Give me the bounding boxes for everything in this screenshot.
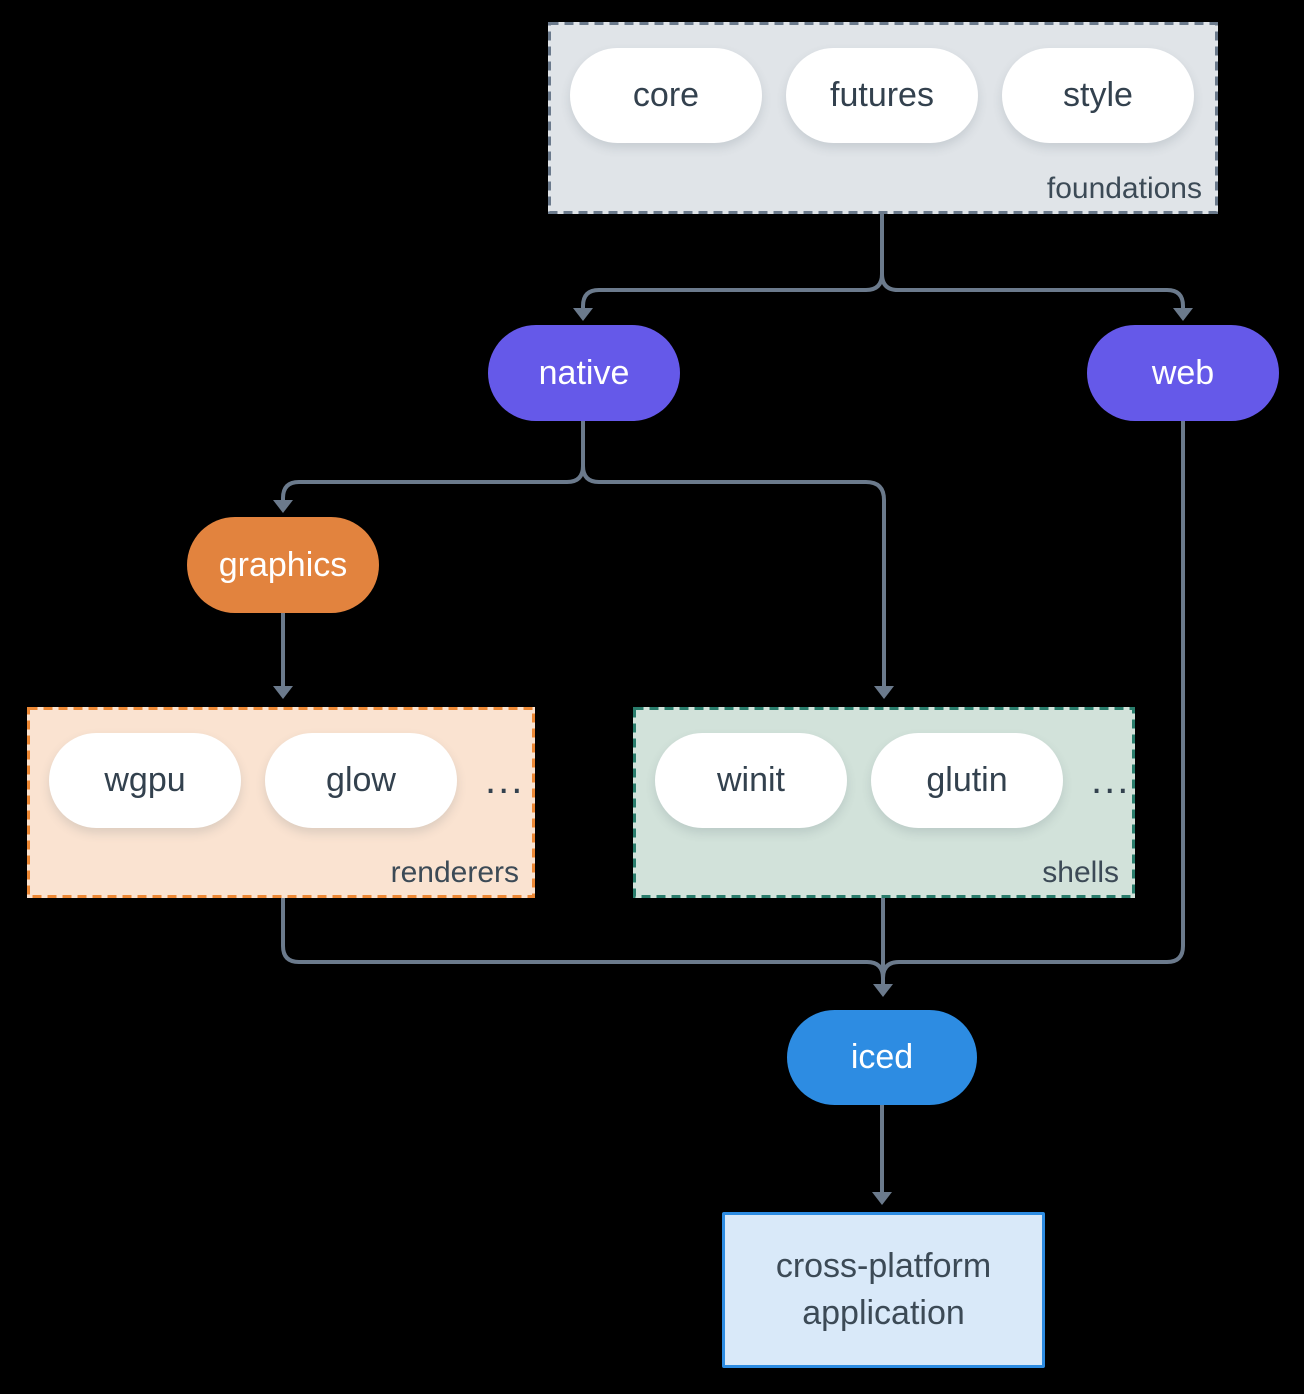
group-shells: winit glutin ... shells	[633, 707, 1135, 898]
node-style: style	[1002, 48, 1194, 143]
edge-native-shells	[581, 421, 894, 699]
shells-label: shells	[1042, 856, 1119, 889]
node-winit: winit	[655, 733, 847, 828]
foundations-pills: core futures style	[570, 48, 1194, 143]
node-iced: iced	[787, 1010, 977, 1105]
group-foundations: core futures style foundations	[548, 22, 1218, 214]
node-glutin: glutin	[871, 733, 1063, 828]
renderers-pills: wgpu glow ...	[49, 733, 524, 828]
app-label-line2: application	[802, 1294, 965, 1332]
node-native: native	[488, 325, 680, 421]
foundations-label: foundations	[1046, 172, 1202, 205]
node-futures: futures	[786, 48, 978, 143]
edge-native-graphics	[273, 421, 585, 513]
edge-renderers-iced	[281, 898, 885, 979]
edge-foundations-native	[573, 214, 884, 321]
shells-ellipsis: ...	[1091, 758, 1131, 802]
node-cross-platform-application: cross-platform application	[722, 1212, 1045, 1368]
node-web: web	[1087, 325, 1279, 421]
shells-pills: winit glutin ...	[655, 733, 1130, 828]
node-glow: glow	[265, 733, 457, 828]
renderers-ellipsis: ...	[485, 758, 525, 802]
renderers-label: renderers	[390, 856, 519, 889]
node-wgpu: wgpu	[49, 733, 241, 828]
node-core: core	[570, 48, 762, 143]
app-label-line1: cross-platform	[775, 1247, 992, 1285]
node-graphics: graphics	[187, 517, 379, 613]
edge-foundations-web	[880, 214, 1193, 321]
group-renderers: wgpu glow ... renderers	[27, 707, 535, 898]
